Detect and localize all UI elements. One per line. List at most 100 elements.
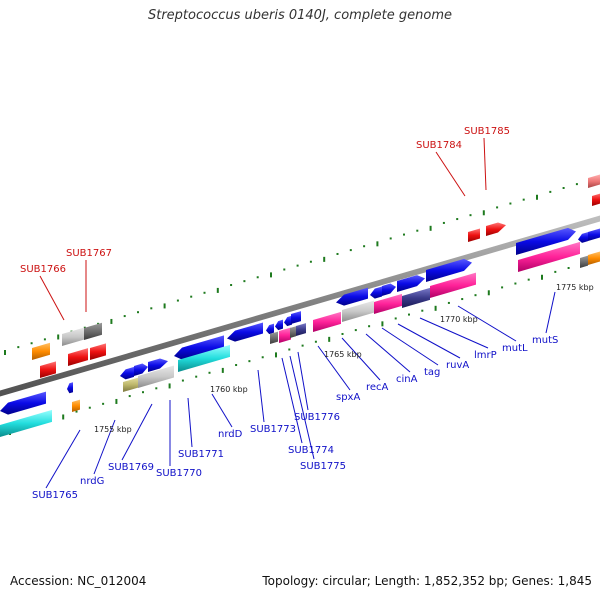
leader-line bbox=[545, 291, 556, 334]
gene-label: SUB1766 bbox=[20, 264, 66, 275]
gene-feature bbox=[374, 293, 402, 314]
gene-label: cinA bbox=[396, 374, 418, 385]
gene-feature bbox=[486, 222, 506, 236]
leader-line bbox=[281, 357, 303, 444]
leader-line bbox=[289, 355, 315, 460]
gene-feature bbox=[342, 300, 374, 322]
gene-feature bbox=[174, 335, 224, 360]
gene-feature bbox=[62, 327, 84, 346]
gene-feature bbox=[266, 323, 274, 335]
leader-line bbox=[257, 369, 265, 423]
gene-label: SUB1774 bbox=[288, 445, 334, 456]
leader-line bbox=[365, 333, 411, 373]
gene-feature bbox=[90, 343, 106, 360]
gene-feature bbox=[370, 286, 382, 299]
gene-label: SUB1776 bbox=[294, 412, 340, 423]
gene-feature bbox=[518, 241, 580, 272]
gene-feature bbox=[67, 382, 73, 394]
gene-feature bbox=[580, 255, 588, 268]
gene-feature bbox=[0, 409, 52, 437]
gene-feature bbox=[279, 327, 291, 343]
tick-marks bbox=[4, 179, 592, 435]
scale-label: 1755 kbp bbox=[94, 425, 132, 434]
gene-feature bbox=[123, 377, 139, 392]
gene-label: mutL bbox=[502, 343, 528, 354]
gene-label: SUB1765 bbox=[32, 490, 78, 501]
gene-label: mutS bbox=[532, 335, 558, 346]
gene-feature bbox=[120, 366, 134, 380]
gene-feature bbox=[468, 228, 480, 242]
gene-feature bbox=[296, 323, 306, 336]
gene-feature bbox=[148, 358, 168, 372]
accession-text: Accession: NC_012004 bbox=[10, 574, 147, 588]
gene-label: recA bbox=[366, 382, 389, 393]
gene-label: nrdG bbox=[80, 476, 104, 487]
gene-label: SUB1773 bbox=[250, 424, 296, 435]
gene-label: SUB1785 bbox=[464, 126, 510, 137]
gene-label: tag bbox=[424, 367, 440, 378]
gene-label: SUB1770 bbox=[156, 468, 202, 479]
gene-feature bbox=[284, 315, 292, 327]
gene-feature bbox=[588, 251, 600, 265]
gene-feature bbox=[588, 174, 600, 188]
gene-feature bbox=[397, 275, 425, 292]
gene-label: SUB1784 bbox=[416, 140, 462, 151]
gene-feature bbox=[402, 287, 430, 308]
scale-label: 1770 kbp bbox=[440, 315, 478, 324]
leader-line bbox=[297, 351, 309, 411]
gene-feature bbox=[588, 228, 600, 241]
gene-label: SUB1775 bbox=[300, 461, 346, 472]
gene-label: ruvA bbox=[446, 360, 469, 371]
gene-feature bbox=[426, 258, 472, 282]
gene-feature bbox=[313, 311, 341, 332]
gene-feature bbox=[0, 391, 46, 415]
gene-feature bbox=[290, 326, 296, 338]
gene-feature bbox=[270, 331, 278, 344]
leader-line bbox=[39, 275, 65, 321]
gene-feature bbox=[336, 287, 368, 306]
gene-label: SUB1767 bbox=[66, 248, 112, 259]
scale-label: 1765 kbp bbox=[324, 350, 362, 359]
gene-label: lmrP bbox=[474, 350, 497, 361]
label-leaders bbox=[39, 137, 556, 489]
scale-labels: 1755 kbp 1760 kbp 1765 kbp 1770 kbp 1775 kbp bbox=[94, 283, 594, 434]
gene-feature bbox=[68, 348, 88, 366]
scale-label: 1760 kbp bbox=[210, 385, 248, 394]
gene-feature bbox=[32, 342, 50, 360]
map-title: Streptococcus uberis 0140J, complete gen… bbox=[147, 8, 453, 23]
gene-feature bbox=[84, 322, 102, 340]
gene-feature bbox=[516, 227, 576, 255]
gene-feature bbox=[382, 283, 396, 296]
leader-line bbox=[93, 419, 116, 475]
gene-feature bbox=[578, 232, 588, 243]
gene-feature bbox=[72, 399, 80, 412]
gene-feature bbox=[40, 361, 56, 378]
gene-feature bbox=[592, 193, 600, 206]
leader-line bbox=[435, 151, 466, 197]
leader-line bbox=[397, 323, 461, 359]
leader-line bbox=[187, 397, 193, 448]
leader-line bbox=[381, 327, 439, 366]
leader-line bbox=[419, 317, 489, 349]
leader-line bbox=[317, 345, 351, 391]
leader-line bbox=[457, 305, 517, 342]
leader-line bbox=[45, 429, 81, 489]
leader-line bbox=[211, 393, 233, 428]
gene-label: SUB1769 bbox=[108, 462, 154, 473]
gene-feature bbox=[227, 322, 263, 342]
genome-summary-text: Topology: circular; Length: 1,852,352 bp… bbox=[262, 574, 592, 588]
feature-track bbox=[0, 174, 600, 437]
gene-feature bbox=[138, 365, 174, 388]
genome-backbone bbox=[0, 215, 600, 397]
gene-feature bbox=[275, 319, 283, 331]
gene-label: SUB1771 bbox=[178, 449, 224, 460]
scale-label: 1775 kbp bbox=[556, 283, 594, 292]
gene-label: spxA bbox=[336, 392, 360, 403]
gene-feature bbox=[291, 311, 301, 324]
gene-feature bbox=[178, 344, 230, 372]
gene-feature bbox=[134, 363, 148, 376]
gene-feature bbox=[430, 272, 476, 298]
leader-line bbox=[121, 403, 153, 461]
